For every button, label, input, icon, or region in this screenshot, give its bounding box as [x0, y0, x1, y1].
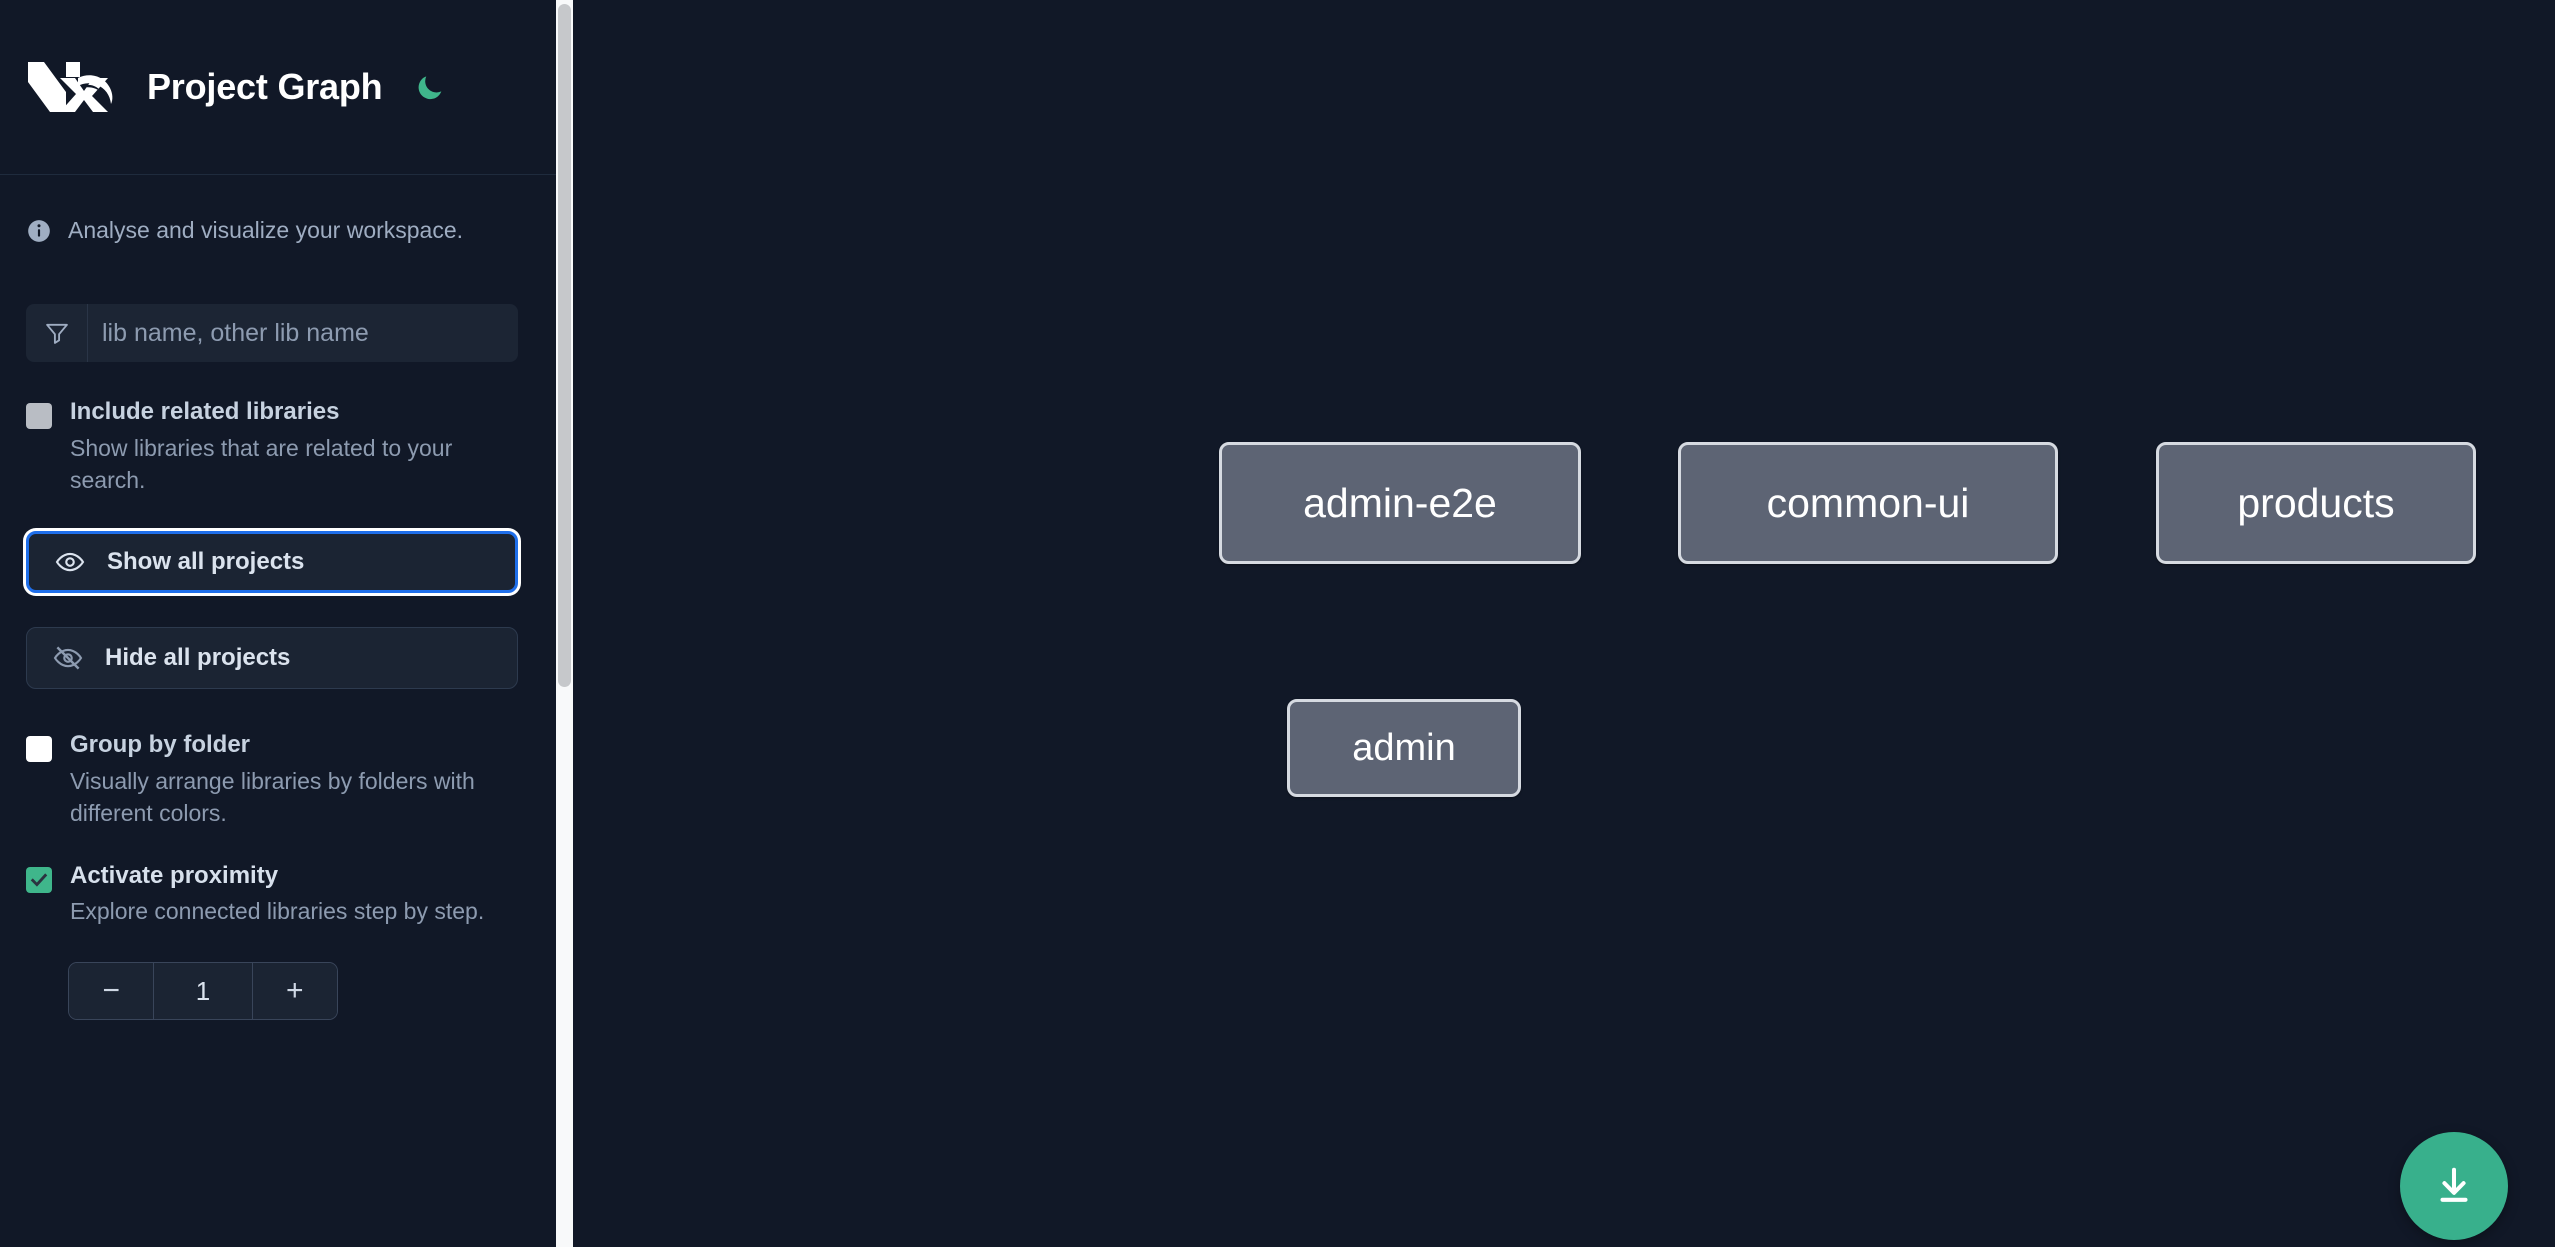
show-all-projects-label: Show all projects [107, 547, 305, 575]
graph-canvas[interactable]: implicit implicit admin-e2e common-ui pr… [556, 0, 2555, 1247]
eye-off-icon [53, 646, 83, 670]
option-activate-proximity[interactable]: Activate proximity Explore connected lib… [26, 862, 518, 928]
proximity-value: 1 [153, 963, 253, 1020]
option-description: Show libraries that are related to your … [70, 434, 453, 494]
option-group-by-folder[interactable]: Group by folder Visually arrange librari… [26, 731, 518, 830]
sidebar-tagline-text: Analyse and visualize your workspace. [68, 217, 464, 243]
proximity-increment-button[interactable]: + [252, 963, 337, 1020]
proximity-decrement-button[interactable]: − [69, 963, 154, 1020]
option-text-group: Activate proximity Explore connected lib… [70, 862, 518, 928]
option-title: Activate proximity [70, 861, 279, 889]
option-text-group: Include related libraries Show libraries… [70, 398, 518, 497]
option-description: Visually arrange libraries by folders wi… [70, 767, 475, 827]
sidebar-header: Project Graph [0, 0, 556, 175]
search-field[interactable] [26, 304, 518, 362]
group-by-folder-checkbox[interactable] [26, 735, 52, 762]
graph-node-admin-e2e[interactable]: admin-e2e [1219, 442, 1581, 564]
graph-node-products[interactable]: products [2156, 442, 2476, 564]
sidebar-tagline: Analyse and visualize your workspace. [26, 175, 518, 244]
proximity-stepper[interactable]: − 1 + [68, 962, 338, 1021]
moon-icon[interactable] [410, 67, 450, 107]
download-icon [2440, 1167, 2468, 1202]
eye-icon [55, 552, 85, 572]
option-title: Group by folder [70, 730, 250, 758]
show-all-projects-button[interactable]: Show all projects [26, 530, 518, 593]
sidebar: Project Graph Analyse and visualize your… [0, 0, 556, 1247]
graph-node-admin[interactable]: admin [1287, 699, 1521, 797]
include-related-libraries-checkbox[interactable] [26, 403, 52, 429]
page-title: Project Graph [147, 66, 383, 107]
graph-node-common-ui[interactable]: common-ui [1678, 442, 2058, 564]
hide-all-projects-label: Hide all projects [105, 643, 291, 671]
info-icon [28, 219, 50, 242]
sidebar-body: Analyse and visualize your workspace. In… [0, 175, 556, 1021]
graph-edges-layer [1358, 442, 1413, 532]
search-input[interactable] [88, 304, 518, 362]
option-include-related-libraries[interactable]: Include related libraries Show libraries… [26, 398, 518, 497]
download-graph-button[interactable] [2400, 1132, 2508, 1240]
sidebar-scrollbar-thumb[interactable] [558, 4, 571, 687]
hide-all-projects-button[interactable]: Hide all projects [26, 626, 518, 689]
filter-icon [26, 304, 88, 362]
nx-logo-icon [26, 56, 116, 118]
option-text-group: Group by folder Visually arrange librari… [70, 731, 518, 830]
option-title: Include related libraries [70, 398, 340, 425]
activate-proximity-checkbox[interactable] [26, 866, 52, 893]
option-description: Explore connected libraries step by step… [70, 898, 485, 925]
